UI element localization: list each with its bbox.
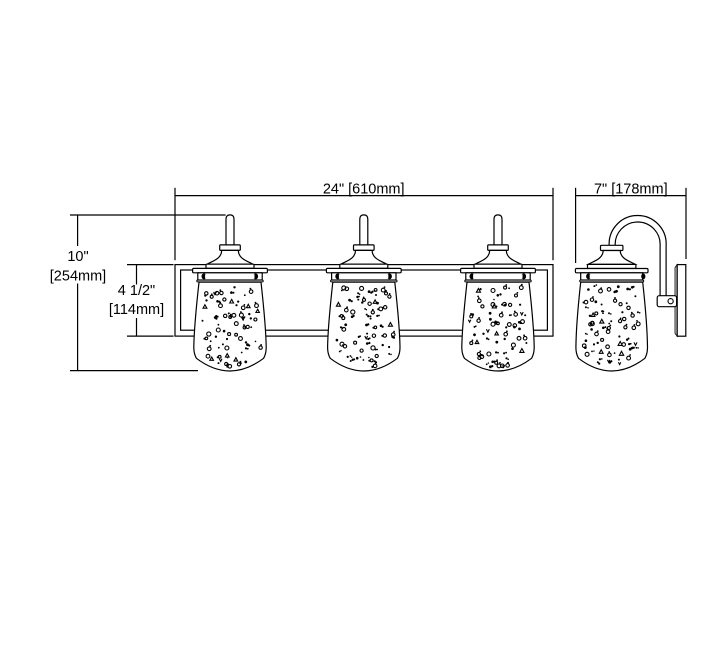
svg-text:7" [178mm]: 7" [178mm] xyxy=(594,181,668,197)
svg-text:[254mm]: [254mm] xyxy=(50,269,106,285)
svg-text:4 1/2": 4 1/2" xyxy=(118,283,155,299)
svg-text:24" [610mm]: 24" [610mm] xyxy=(323,181,405,197)
svg-text:[114mm]: [114mm] xyxy=(109,302,164,318)
svg-text:10": 10" xyxy=(67,249,88,265)
